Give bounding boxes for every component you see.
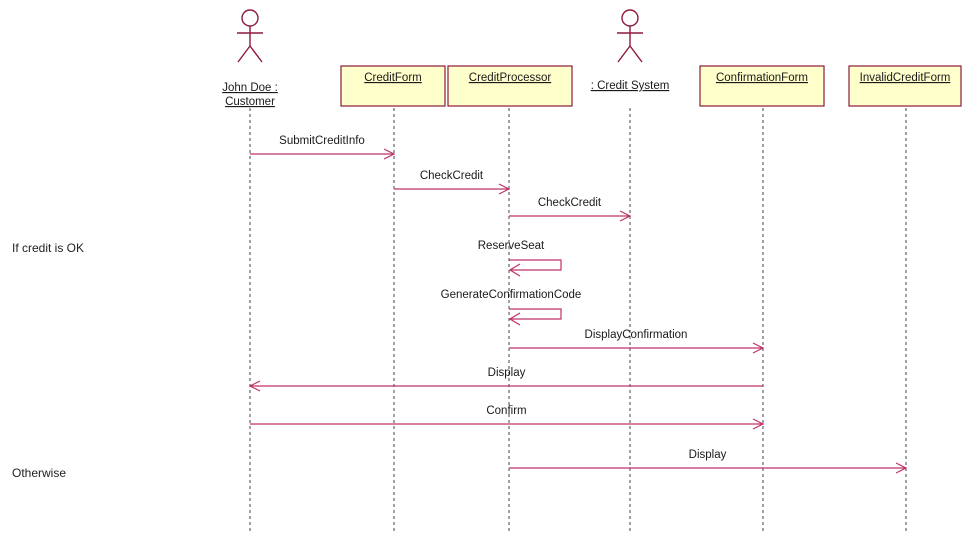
participant-label: CreditForm xyxy=(364,72,422,84)
message-label: CheckCredit xyxy=(538,197,602,209)
arrow-head xyxy=(498,183,511,195)
actor-icon xyxy=(237,9,263,63)
message-label: ReserveSeat xyxy=(478,240,545,252)
arrow-head xyxy=(248,380,261,392)
message-7[interactable]: Display xyxy=(248,367,763,392)
message-4[interactable]: ReserveSeat xyxy=(478,240,562,277)
arrow-head xyxy=(508,263,521,277)
object-box xyxy=(447,65,573,107)
message-label: CheckCredit xyxy=(420,170,484,182)
participant-label: Customer xyxy=(225,96,275,108)
arrow-head xyxy=(619,210,632,222)
message-2[interactable]: CheckCredit xyxy=(394,170,511,195)
message-arrow xyxy=(509,259,562,271)
participant-label: : Credit System xyxy=(591,80,670,92)
message-6[interactable]: DisplayConfirmation xyxy=(509,329,765,354)
arrow-head xyxy=(383,148,396,160)
participant-customer[interactable]: John Doe : Customer xyxy=(222,9,278,533)
object-box xyxy=(340,65,446,107)
note-credit-ok: If credit is OK xyxy=(12,241,85,255)
message-8[interactable]: Confirm xyxy=(250,405,765,430)
message-label: Confirm xyxy=(486,405,526,417)
message-3[interactable]: CheckCredit xyxy=(509,197,632,222)
participant-invalid-credit-form[interactable]: InvalidCreditForm xyxy=(848,65,962,533)
message-label: GenerateConfirmationCode xyxy=(441,289,582,301)
note-otherwise: Otherwise xyxy=(12,466,67,480)
message-1[interactable]: SubmitCreditInfo xyxy=(250,135,396,160)
message-label: Display xyxy=(488,367,526,379)
participant-label: John Doe : xyxy=(222,82,278,94)
participant-credit-form[interactable]: CreditForm xyxy=(340,65,446,533)
arrow-head xyxy=(752,418,765,430)
message-9[interactable]: Display xyxy=(509,449,908,474)
participant-confirmation-form[interactable]: ConfirmationForm xyxy=(699,65,825,533)
object-box xyxy=(848,65,962,107)
actor-icon xyxy=(617,9,643,63)
participant-label: InvalidCreditForm xyxy=(860,72,951,84)
message-label: Display xyxy=(689,449,727,461)
message-arrow xyxy=(509,308,562,320)
arrow-head xyxy=(752,342,765,354)
participant-credit-processor[interactable]: CreditProcessor xyxy=(447,65,573,533)
object-box xyxy=(699,65,825,107)
arrow-head xyxy=(508,312,521,326)
participant-label: ConfirmationForm xyxy=(716,72,808,84)
message-5[interactable]: GenerateConfirmationCode xyxy=(441,289,582,326)
message-label: SubmitCreditInfo xyxy=(279,135,365,147)
participant-label: CreditProcessor xyxy=(469,72,552,84)
participant-credit-system[interactable]: : Credit System xyxy=(591,9,670,533)
message-label: DisplayConfirmation xyxy=(585,329,688,341)
arrow-head xyxy=(895,462,908,474)
